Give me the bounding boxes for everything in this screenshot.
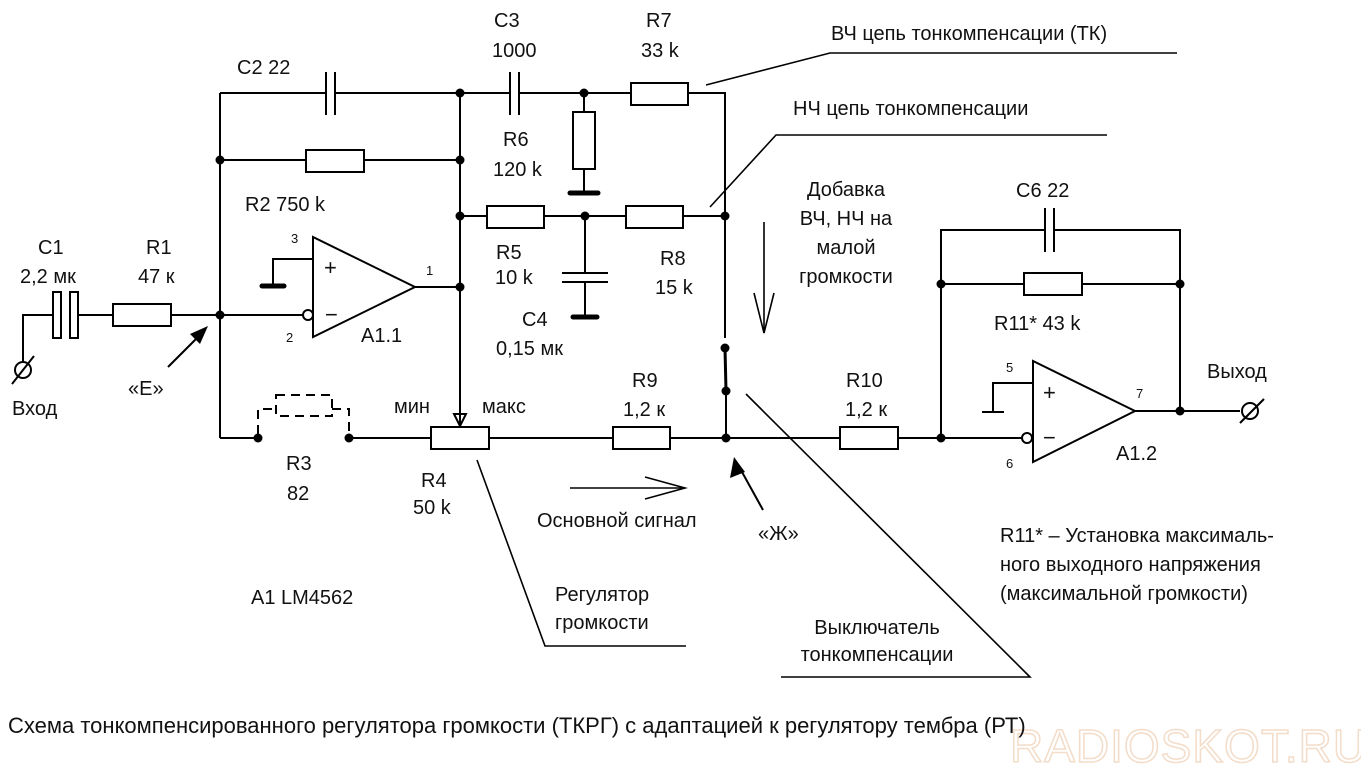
resistor-r5 <box>486 205 545 229</box>
capacitor-c1 <box>52 291 79 339</box>
resistor-r3-optional <box>257 394 350 434</box>
label-r8-ref: R8 <box>660 248 686 270</box>
wire-input <box>22 314 53 362</box>
annotation-boost-line2: ВЧ, НЧ на <box>800 208 893 230</box>
output-terminal <box>1239 398 1265 424</box>
label-r6-ref: R6 <box>503 129 529 151</box>
annotation-lf-chain: НЧ цепь тонкомпенсации <box>793 98 1028 120</box>
annotation-boost-line3: малой <box>816 237 875 259</box>
a11-minus-sign: − <box>325 302 338 327</box>
watermark: RADIOSKOT.RU <box>1010 720 1361 771</box>
capacitor-c2 <box>325 72 336 115</box>
a12-plus-sign: + <box>1043 380 1056 405</box>
label-c3-ref: C3 <box>494 10 520 32</box>
resistor-r7 <box>630 82 689 106</box>
pin-a12-out: 7 <box>1136 386 1143 401</box>
label-r9-value: 1,2 к <box>623 399 665 421</box>
label-r7-value: 33 k <box>641 40 680 62</box>
capacitor-c3 <box>509 72 520 115</box>
label-a11: A1.1 <box>361 325 402 347</box>
potentiometer-r4[interactable] <box>430 426 490 450</box>
label-r1-value: 47 к <box>138 266 175 288</box>
label-r6-value: 120 k <box>493 159 543 181</box>
pin-a12-minus: 6 <box>1006 456 1013 471</box>
label-c6: C6 22 <box>1016 180 1069 202</box>
resistor-r11[interactable] <box>1023 272 1083 296</box>
main-signal-arrow-icon <box>570 476 689 500</box>
annotation-main-signal: Основной сигнал <box>537 510 697 532</box>
figure-caption: Схема тонкомпенсированного регулятора гр… <box>8 713 1026 738</box>
label-r9-ref: R9 <box>632 370 658 392</box>
tc-switch[interactable] <box>720 343 731 396</box>
wire-gnd-a11 <box>272 258 313 284</box>
resistor-r1 <box>112 303 172 327</box>
point-zh-arrow-icon <box>730 457 764 511</box>
leader-hf-chain <box>705 52 1177 86</box>
a11-plus-sign: + <box>324 255 337 280</box>
label-r5-value: 10 k <box>495 267 534 289</box>
label-r11: R11* 43 k <box>994 313 1081 335</box>
label-r7-ref: R7 <box>646 10 672 32</box>
annotation-tc-switch-line2: тонкомпенсации <box>801 644 954 666</box>
annotation-r11-note-line2: ного выходного напряжения <box>1000 554 1261 576</box>
pin-a12-plus: 5 <box>1006 360 1013 375</box>
label-pot-max: макс <box>482 396 526 418</box>
resistor-r2 <box>305 149 365 173</box>
label-c1-ref: C1 <box>38 237 64 259</box>
label-c1-value: 2,2 мк <box>20 266 76 288</box>
resistor-r8 <box>625 205 684 229</box>
leader-lf-chain <box>709 134 1107 208</box>
capacitor-c4 <box>562 272 608 283</box>
label-pot-min: мин <box>394 396 430 418</box>
label-c3-value: 1000 <box>492 40 537 62</box>
leader-tc-switch <box>745 393 1032 678</box>
wiper-arrow <box>452 413 468 429</box>
resistor-r6 <box>572 111 596 170</box>
opamp-a11 <box>302 235 418 339</box>
annotation-tc-switch-line1: Выключатель <box>814 617 940 639</box>
label-r3-value: 82 <box>287 483 309 505</box>
annotation-boost-line4: громкости <box>799 266 893 288</box>
label-r5-ref: R5 <box>496 242 522 264</box>
leader-volume-control <box>476 459 686 647</box>
annotation-volume-line1: Регулятор <box>555 584 649 606</box>
annotation-r11-note-line3: (максимальной громкости) <box>1000 583 1248 605</box>
label-a12: A1.2 <box>1116 443 1157 465</box>
annotation-point-zh: «Ж» <box>758 523 799 545</box>
wire-right-bus <box>688 92 726 338</box>
annotation-hf-chain: ВЧ цепь тонкомпенсации (ТК) <box>831 23 1107 45</box>
boost-arrow-icon <box>753 222 775 334</box>
label-r8-value: 15 k <box>655 277 694 299</box>
pin-a11-minus: 2 <box>286 330 293 345</box>
pin-a11-plus: 3 <box>291 231 298 246</box>
resistor-r9 <box>612 426 671 450</box>
annotation-r11-note-line1: R11* – Установка максималь- <box>1000 525 1274 547</box>
label-input: Вход <box>12 398 58 420</box>
a12-minus-sign: − <box>1043 425 1056 450</box>
label-r4-ref: R4 <box>421 470 447 492</box>
label-r3-ref: R3 <box>286 453 312 475</box>
capacitor-c6 <box>1044 208 1055 252</box>
annotation-chip: A1 LM4562 <box>251 587 353 609</box>
label-r10-ref: R10 <box>846 370 883 392</box>
label-r2: R2 750 k <box>245 194 326 216</box>
point-e-arrow-icon <box>167 326 208 368</box>
annotation-volume-line2: громкости <box>555 612 649 634</box>
opamp-a12 <box>1021 359 1138 464</box>
label-r4-value: 50 k <box>413 497 452 519</box>
annotation-boost-line1: Добавка <box>807 179 886 201</box>
annotation-point-e: «Е» <box>128 378 164 400</box>
label-r1-ref: R1 <box>146 237 172 259</box>
label-c4-ref: C4 <box>522 309 548 331</box>
label-c2: C2 22 <box>237 57 290 79</box>
label-output: Выход <box>1207 361 1267 383</box>
label-c4-value: 0,15 мк <box>496 338 563 360</box>
pin-a11-out: 1 <box>426 263 433 278</box>
resistor-r10 <box>839 426 899 450</box>
label-r10-value: 1,2 к <box>845 399 887 421</box>
